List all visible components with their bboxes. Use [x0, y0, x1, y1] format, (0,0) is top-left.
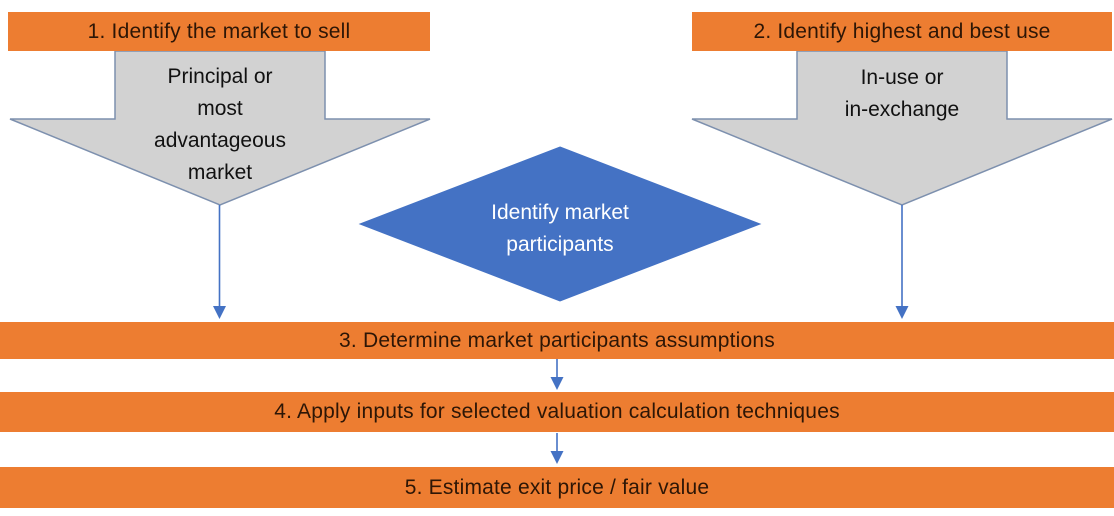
connector-step3-step4-arrowhead-icon: [550, 377, 564, 390]
step1-bar: 1. Identify the market to sell: [8, 12, 430, 51]
step4-label: 4. Apply inputs for selected valuation c…: [274, 400, 840, 423]
connector-left-arrowhead-icon: [213, 306, 226, 319]
step2-bar: 2. Identify highest and best use: [692, 12, 1112, 51]
step3-label: 3. Determine market participants assumpt…: [339, 328, 775, 352]
step5-label: 5. Estimate exit price / fair value: [404, 475, 710, 499]
left-down-arrow-shape: [9, 50, 431, 206]
diamond-label: Identify market participants: [491, 201, 629, 256]
step5-bar: 5. Estimate exit price / fair value: [0, 467, 1114, 508]
connector-step4-step5-arrowhead-icon: [550, 451, 564, 464]
step4-bar: 4. Apply inputs for selected valuation c…: [0, 392, 1114, 432]
diamond-shape: [358, 146, 762, 302]
step3-bar: 3. Determine market participants assumpt…: [0, 322, 1114, 359]
right-down-arrow-shape: [691, 50, 1113, 206]
step1-label: 1. Identify the market to sell: [87, 19, 351, 43]
right-down-arrow-label: In-use or in-exchange: [844, 66, 960, 121]
left-down-arrow-label: Principal or most advantageous market: [154, 65, 286, 184]
connector-right-arrowhead-icon: [895, 306, 909, 319]
step2-label: 2. Identify highest and best use: [753, 19, 1051, 43]
